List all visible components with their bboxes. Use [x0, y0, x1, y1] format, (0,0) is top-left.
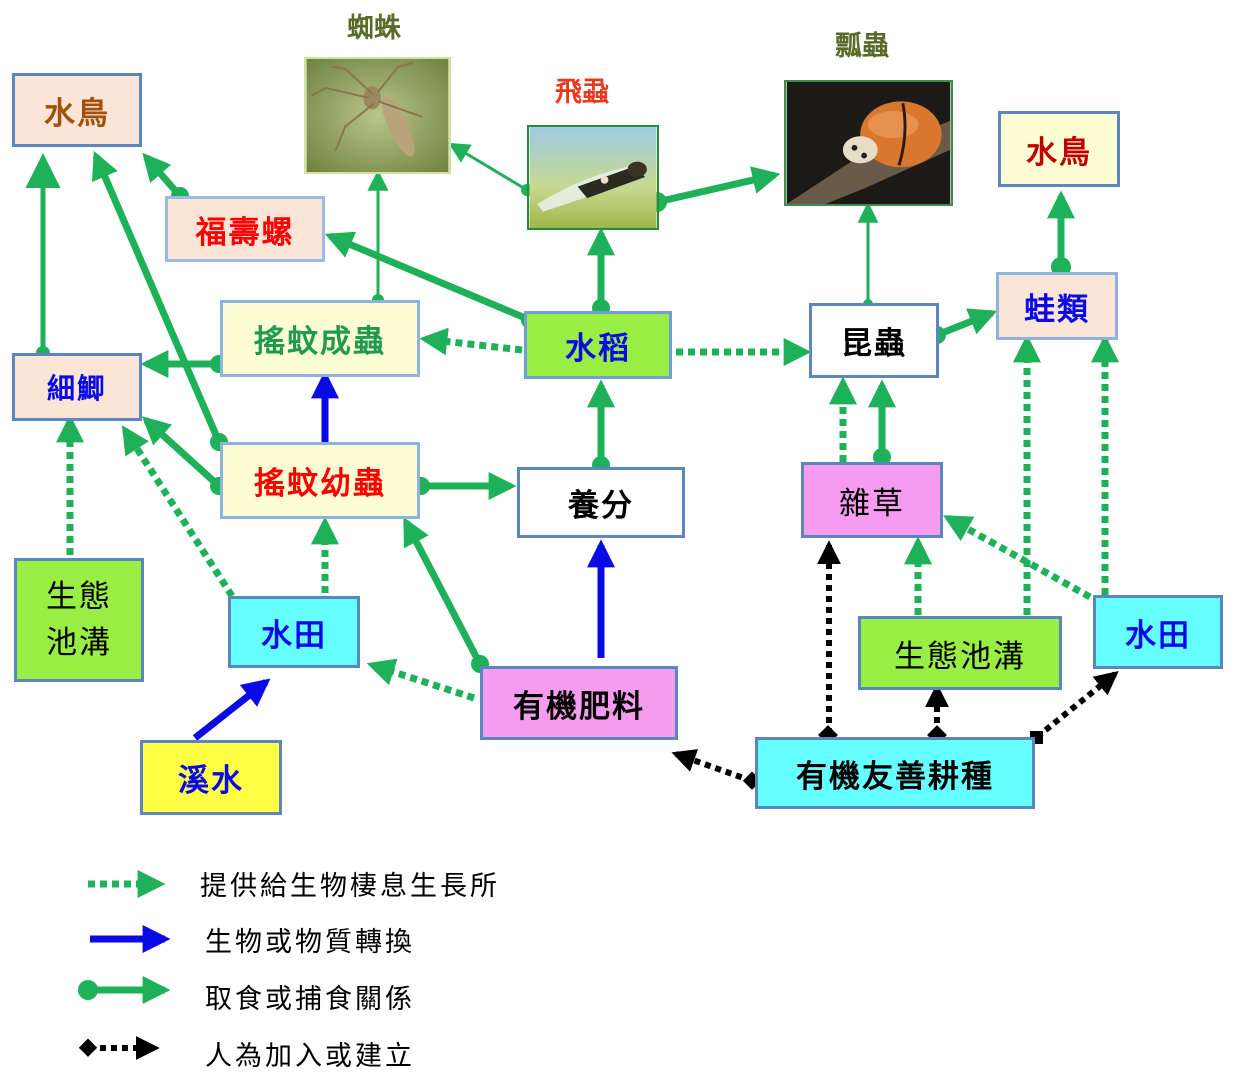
spider-photo	[304, 57, 451, 174]
arrow-rice-to-snail	[324, 231, 532, 324]
waterbird-right-node: 水鳥	[998, 111, 1120, 187]
legend-habitat-label: 提供給生物棲息生長所	[200, 871, 500, 902]
paddy-right-node: 水田	[1093, 595, 1223, 669]
frogs-node: 蛙類	[996, 272, 1118, 340]
weeds-node: 雜草	[801, 462, 943, 538]
arrow-insects-to-frogs	[935, 308, 998, 339]
waterbird-left-node: 水鳥	[12, 73, 142, 147]
spider-image	[306, 59, 449, 172]
legend-transform-label: 生物或物質轉換	[205, 927, 415, 958]
crucian-node: 細鯽	[12, 353, 142, 421]
planthopper-photo	[527, 125, 659, 230]
habitat-arrows	[56, 327, 1119, 702]
rice-node: 水稻	[524, 311, 672, 379]
eco-ditch-right-node: 生態池溝	[858, 616, 1062, 690]
stream-node: 溪水	[140, 740, 282, 815]
ladybug-image	[786, 82, 951, 204]
arrow-farming-to-fertilizer	[671, 749, 754, 784]
spider-caption: 蜘蛛	[347, 13, 401, 44]
arrow-larva-to-bird	[91, 150, 223, 444]
arrow-paddy-to-crucian	[121, 425, 235, 598]
ladybug-photo	[784, 80, 953, 206]
arrow-fertilizer-to-paddy	[366, 658, 476, 702]
adult-mosquito-node: 搖蚊成蟲	[220, 300, 420, 377]
planthopper-caption: 飛蝨	[555, 77, 609, 108]
larva-node: 搖蚊幼蟲	[220, 442, 420, 519]
legend-samples	[78, 870, 171, 1060]
arrow-paddy-to-weeds	[943, 514, 1092, 601]
arrow-farming-to-paddy	[1035, 670, 1119, 740]
ladybug-caption: 瓢蟲	[835, 31, 889, 62]
apple-snail-node: 福壽螺	[165, 196, 325, 262]
arrow-rice-to-adult	[419, 327, 523, 356]
legend-human-label: 人為加入或建立	[205, 1041, 415, 1072]
eco-ditch-left-node: 生態池溝	[14, 558, 144, 682]
planthopper-image	[529, 127, 657, 228]
arrow-hopper-to-ladybug	[656, 166, 781, 206]
legend-predation-label: 取食或捕食關係	[205, 984, 415, 1015]
arrow-stream-to-paddy	[192, 678, 271, 741]
arrow-fertilizer-to-larva	[402, 517, 484, 666]
insects-node: 昆蟲	[809, 303, 939, 378]
organic-farming-node: 有機友善耕種	[755, 737, 1035, 809]
transform-arrows	[192, 370, 615, 741]
organic-fertilizer-node: 有機肥料	[480, 666, 678, 740]
nutrients-node: 養分	[517, 467, 685, 538]
arrow-hopper-to-spider	[448, 142, 528, 192]
arrow-larva2-to-crucian	[141, 416, 222, 489]
human-arrows	[671, 540, 1119, 784]
paddy-left-node: 水田	[228, 596, 360, 668]
